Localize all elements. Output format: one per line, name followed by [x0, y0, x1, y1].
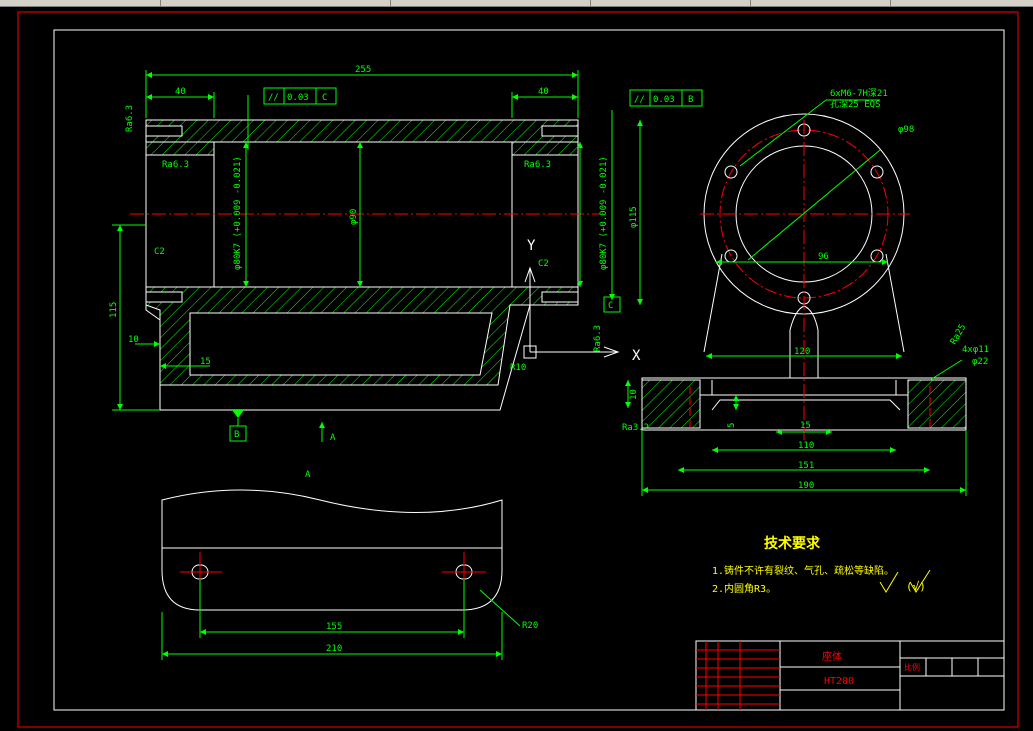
svg-text:0.03: 0.03	[287, 93, 309, 103]
dim-slot-w: 15	[800, 421, 811, 431]
chamfer-right: C2	[538, 259, 549, 269]
dim-hole-span: 155	[326, 622, 342, 632]
dim-bore-right: φ80K7 (+0.009 -0.021)	[599, 156, 609, 270]
right-bore-step	[511, 154, 579, 288]
roughness-inner-left: Ra6.3	[162, 160, 189, 170]
left-bore-step	[145, 154, 215, 288]
notes-line-1: 1.铸件不许有裂纹、气孔、疏松等缺陷。	[712, 564, 894, 577]
svg-text:B: B	[234, 430, 239, 440]
hatch-right-flange	[511, 141, 579, 156]
svg-text:B: B	[688, 95, 693, 105]
roughness-symbol	[879, 569, 931, 593]
datum-b: B	[229, 410, 247, 442]
thread-note-1: 6xM6-7H深21	[830, 88, 888, 99]
part-name: 座体	[822, 650, 842, 663]
section-arrow-a: A	[319, 422, 336, 443]
notes-line-2: 2.内圆角R3。	[712, 582, 776, 595]
notes-title: 技术要求	[764, 535, 821, 552]
dim-base-thk: 10	[128, 335, 139, 345]
dim-length: 210	[326, 644, 342, 654]
datum-c: C	[603, 296, 621, 313]
front-section-view	[130, 119, 600, 411]
thread-note-2: 孔深25 EQS	[830, 99, 881, 110]
view-a-labels: A 155 210 R20	[305, 470, 538, 654]
dim-151: 151	[798, 461, 814, 471]
screw-bottom-left	[145, 291, 183, 303]
dim-base-inner: 120	[794, 347, 810, 357]
svg-text:X: X	[632, 348, 641, 364]
view-a-outline	[161, 489, 503, 549]
dim-pocket: 15	[200, 357, 211, 367]
tolerance-frame-left: // 0.03 C	[263, 87, 337, 105]
roughness-inner-right: Ra6.3	[524, 160, 551, 170]
dim-slot-h: 5	[727, 423, 737, 428]
lower-pocket	[189, 312, 493, 376]
dim-holes: 4xφ11	[962, 345, 989, 355]
side-view-dimensions	[625, 99, 967, 496]
svg-text:A: A	[330, 433, 336, 443]
chamfer-left: C2	[154, 247, 165, 257]
title-block	[695, 640, 1005, 711]
technical-notes: 技术要求 1.铸件不许有裂纹、气孔、疏松等缺陷。 2.内圆角R3。 (√)	[712, 535, 926, 595]
base-hatch	[641, 379, 701, 429]
roughness-top-left: Ra6.3	[125, 105, 135, 132]
screw-top-right	[541, 125, 579, 137]
svg-text:C: C	[608, 301, 613, 311]
dim-fillet: R10	[510, 363, 526, 373]
svg-text://: //	[634, 95, 645, 105]
view-a-title: A	[305, 470, 311, 480]
dim-bore-mid: φ90	[349, 209, 359, 225]
dim-outer-dia: φ115	[629, 206, 639, 228]
dim-left-flange: 40	[175, 87, 186, 97]
roughness-right: Ra6.3	[593, 325, 603, 352]
hatch-left-flange	[145, 141, 215, 156]
hatch-top-wall	[145, 119, 579, 143]
side-view-labels: 6xM6-7H深21 孔深25 EQS φ98 96 120 10 5 15 1…	[622, 88, 989, 491]
front-view-labels: 255 40 40 φ80K7 (+0.009 -0.021) φ90 φ80K…	[109, 65, 639, 373]
dim-height: 115	[109, 302, 119, 318]
tolerance-frame-right: // 0.03 B	[629, 89, 703, 107]
dim-190: 190	[798, 481, 814, 491]
dim-cbore: φ22	[972, 357, 988, 367]
sheet-outer-border	[17, 11, 1019, 728]
support-legs	[703, 253, 905, 353]
cad-drawing-canvas[interactable]: 255 40 40 φ80K7 (+0.009 -0.021) φ90 φ80K…	[0, 6, 1033, 731]
side-view	[641, 113, 967, 440]
dim-bolt-span: 96	[818, 252, 829, 262]
window-toolbar-strip	[0, 0, 1033, 7]
view-a-dimensions	[161, 580, 521, 660]
front-view-dimensions	[112, 70, 643, 411]
dim-bore-left: φ80K7 (+0.009 -0.021)	[233, 156, 243, 270]
ucs-icon: Y X	[523, 238, 641, 364]
dim-right-flange: 40	[538, 87, 549, 97]
material: HT200	[824, 676, 854, 687]
dim-base-thk: 10	[629, 389, 639, 400]
title-block-text: 座体 HT200 比例	[822, 650, 920, 687]
dim-overall-length: 255	[355, 65, 371, 75]
svg-text:0.03: 0.03	[653, 95, 675, 105]
sheet-inner-border	[53, 29, 1005, 711]
dim-pcd: φ98	[898, 125, 914, 135]
rough-top: Ra25	[949, 323, 969, 347]
dim-radius: R20	[522, 621, 538, 631]
svg-text:C: C	[322, 93, 327, 103]
screw-top-left	[145, 125, 183, 137]
dim-110: 110	[798, 441, 814, 451]
view-a	[161, 489, 503, 611]
svg-text:Y: Y	[527, 238, 536, 254]
scale-label: 比例	[904, 662, 920, 672]
svg-text://: //	[268, 93, 279, 103]
screw-bottom-right	[541, 291, 579, 303]
rough-base: Ra3.2	[622, 423, 649, 433]
